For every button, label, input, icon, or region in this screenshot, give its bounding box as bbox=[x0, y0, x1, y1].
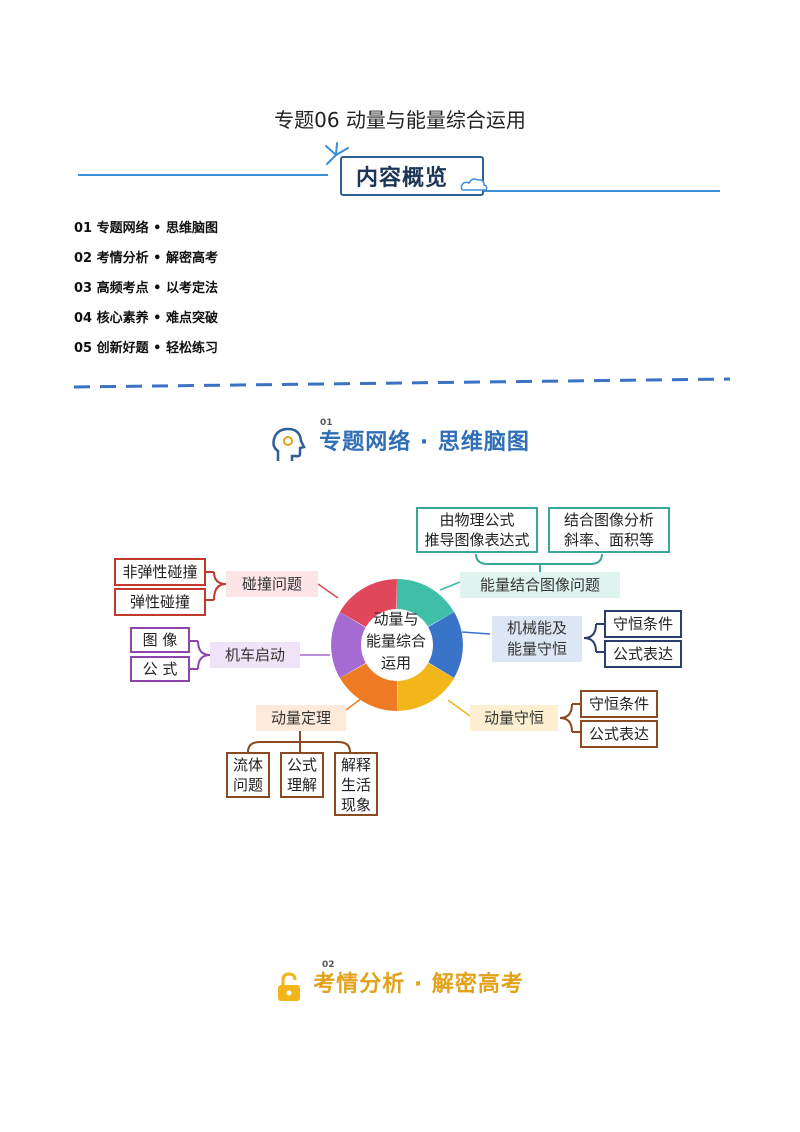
mech-expression-box: 公式表达 bbox=[604, 640, 682, 668]
momentum-condition-box: 守恒条件 bbox=[580, 690, 658, 718]
toc-item[interactable]: 03 高频考点 • 以考定法 bbox=[74, 281, 218, 296]
section2-heading: 考情分析 · 解密高考 bbox=[0, 966, 800, 1003]
toc-item[interactable]: 02 考情分析 • 解密高考 bbox=[74, 251, 218, 266]
formula-box: 公 式 bbox=[130, 656, 190, 682]
image-box: 图 像 bbox=[130, 627, 190, 653]
lock-icon bbox=[278, 971, 301, 1001]
explain-life-box: 解释生活现象 bbox=[334, 752, 378, 816]
cloud-icon bbox=[460, 178, 488, 191]
overview-box bbox=[340, 156, 484, 196]
fluid-box: 流体问题 bbox=[226, 752, 270, 798]
pinwheel-icon bbox=[331, 579, 463, 711]
toc-item[interactable]: 05 创新好题 • 轻松练习 bbox=[74, 341, 218, 356]
branch-mech: 机械能及能量守恒 bbox=[492, 616, 582, 662]
toc-list: 01 专题网络 • 思维脑图 02 考情分析 • 解密高考 03 高频考点 • … bbox=[74, 214, 218, 364]
section2-number: 02 bbox=[322, 960, 335, 970]
overview-rule-right bbox=[480, 190, 720, 192]
branch-engine: 机车启动 bbox=[210, 642, 300, 668]
toc-item[interactable]: 04 核心素养 • 难点突破 bbox=[74, 311, 218, 326]
section2-title: 考情分析 · 解密高考 bbox=[313, 972, 524, 997]
section1-heading: 专题网络 · 思维脑图 bbox=[0, 424, 800, 463]
formula-understand-box: 公式理解 bbox=[280, 752, 324, 798]
branch-momentum: 动量守恒 bbox=[470, 705, 558, 731]
section1-number: 01 bbox=[320, 418, 333, 428]
mindmap-center: 动量与 能量综合 运用 bbox=[365, 610, 426, 672]
branch-graph: 能量结合图像问题 bbox=[460, 572, 620, 598]
momentum-expression-box: 公式表达 bbox=[580, 720, 658, 748]
toc-item[interactable]: 01 专题网络 • 思维脑图 bbox=[74, 221, 218, 236]
overview-rule-left bbox=[78, 174, 328, 176]
section1-title: 专题网络 · 思维脑图 bbox=[319, 430, 530, 455]
analyze-box: 结合图像分析斜率、面积等 bbox=[548, 507, 670, 553]
mech-condition-box: 守恒条件 bbox=[604, 610, 682, 638]
branch-theorem: 动量定理 bbox=[256, 705, 346, 731]
branch-collision: 碰撞问题 bbox=[226, 571, 318, 597]
section-divider bbox=[74, 377, 731, 389]
elastic-collision-box: 弹性碰撞 bbox=[114, 588, 206, 616]
inelastic-collision-box: 非弹性碰撞 bbox=[114, 558, 206, 586]
overview-label: 内容概览 bbox=[356, 166, 449, 191]
brain-head-icon bbox=[272, 427, 306, 461]
derive-box: 由物理公式推导图像表达式 bbox=[416, 507, 538, 553]
spark-icon bbox=[325, 142, 349, 165]
page-title: 专题06 动量与能量综合运用 bbox=[274, 108, 526, 132]
